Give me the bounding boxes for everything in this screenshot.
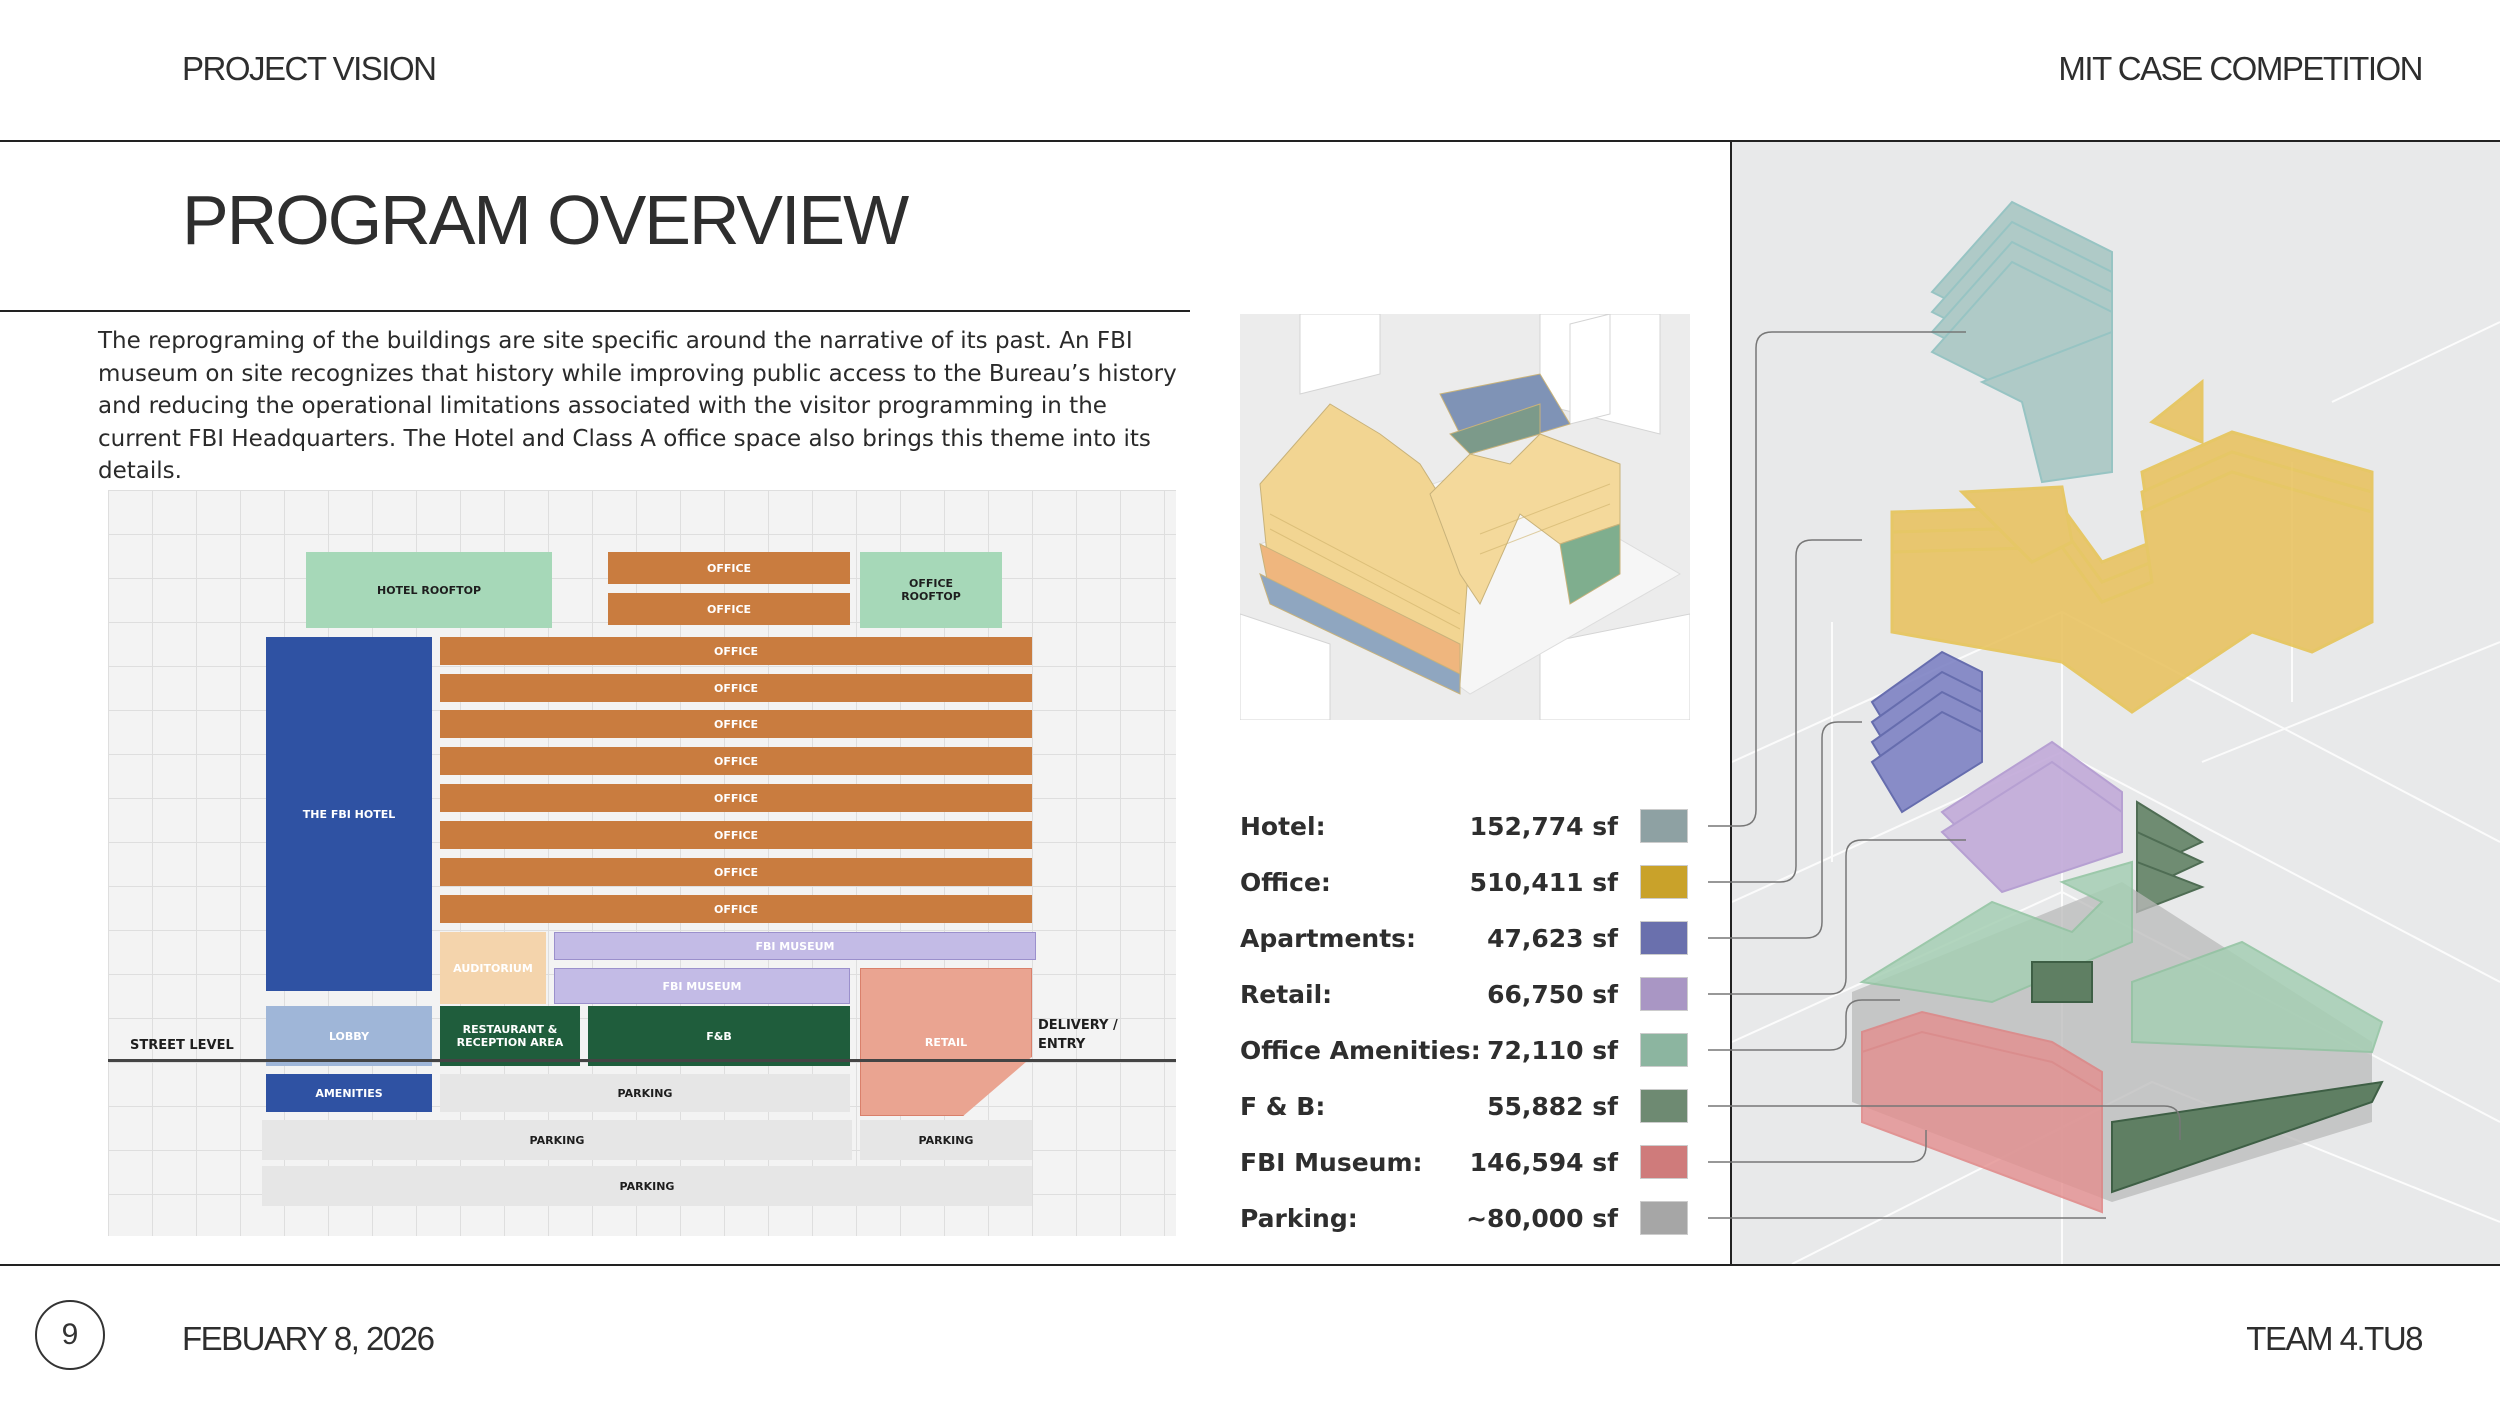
exploded-axonometric-drawing [1732, 200, 2500, 1264]
date-label: FEBUARY 8, 2026 [182, 1320, 435, 1357]
program-label-fnb: F & B: [1240, 1092, 1326, 1121]
program-value-hotel: 152,774 sf [1469, 812, 1618, 841]
page-title: PROGRAM OVERVIEW [182, 181, 909, 259]
fbi-hotel-block: THE FBI HOTEL [266, 637, 432, 991]
intro-paragraph: The reprograming of the buildings are si… [98, 328, 1177, 484]
program-label-apartments: Apartments: [1240, 924, 1417, 953]
amenities-block: AMENITIES [266, 1074, 432, 1112]
program-label-parking: Parking: [1240, 1204, 1358, 1233]
parking-block: PARKING [440, 1074, 850, 1112]
program-value-fbi-museum: 146,594 sf [1469, 1148, 1618, 1177]
swatch-fbi-museum [1640, 1145, 1688, 1179]
program-value-apartments: 47,623 sf [1487, 924, 1618, 953]
parking-block: PARKING [860, 1120, 1032, 1160]
office-rooftop-block: OFFICE ROOFTOP [860, 552, 1002, 628]
stacking-diagram: HOTEL ROOFTOP OFFICE OFFICE OFFICE ROOFT… [108, 490, 1176, 1236]
restaurant-block: RESTAURANT & RECEPTION AREA [440, 1006, 580, 1066]
street-level-label: STREET LEVEL [130, 1038, 234, 1053]
office-block: OFFICE [440, 858, 1032, 886]
lobby-block: LOBBY [266, 1006, 432, 1066]
section-label: PROJECT VISION [182, 50, 437, 87]
title-underline [0, 310, 1190, 312]
program-value-office-amenities: 72,110 sf [1487, 1036, 1618, 1065]
office-block: OFFICE [440, 637, 1032, 665]
hotel-rooftop-block: HOTEL ROOFTOP [306, 552, 552, 628]
swatch-office-amenities [1640, 1033, 1688, 1067]
program-value-parking: ~80,000 sf [1466, 1204, 1618, 1233]
office-block: OFFICE [440, 895, 1032, 923]
program-value-retail: 66,750 sf [1487, 980, 1618, 1009]
swatch-office [1640, 865, 1688, 899]
program-label-hotel: Hotel: [1240, 812, 1326, 841]
footer-divider [0, 1264, 2500, 1266]
office-block: OFFICE [440, 674, 1032, 702]
aerial-rendering [1240, 314, 1690, 720]
parking-block: PARKING [262, 1166, 1032, 1206]
swatch-fnb [1640, 1089, 1688, 1123]
auditorium-block: AUDITORIUM [440, 932, 546, 1004]
page-number: 9 [35, 1300, 105, 1370]
fbi-museum-block: FBI MUSEUM [554, 932, 1036, 960]
program-label-office-amenities: Office Amenities: [1240, 1036, 1481, 1065]
swatch-apartments [1640, 921, 1688, 955]
team-label: TEAM 4.TU8 [2246, 1320, 2423, 1357]
parking-block: PARKING [262, 1120, 852, 1160]
swatch-hotel [1640, 809, 1688, 843]
program-label-office: Office: [1240, 868, 1331, 897]
program-label-fbi-museum: FBI Museum: [1240, 1148, 1423, 1177]
header-divider [0, 140, 2500, 142]
delivery-entry-label: DELIVERY / ENTRY [1038, 1018, 1118, 1052]
event-label: MIT CASE COMPETITION [2058, 50, 2423, 87]
aerial-rendering-drawing [1240, 314, 1690, 720]
fnb-block: F&B [588, 1006, 850, 1066]
office-block: OFFICE [608, 593, 850, 625]
swatch-parking [1640, 1201, 1688, 1235]
office-block: OFFICE [440, 784, 1032, 812]
swatch-retail [1640, 977, 1688, 1011]
office-block: OFFICE [440, 710, 1032, 738]
office-block: OFFICE [440, 821, 1032, 849]
panel-divider [1730, 142, 1732, 1264]
office-block: OFFICE [440, 747, 1032, 775]
office-block: OFFICE [608, 552, 850, 584]
street-level-line [108, 1059, 1176, 1062]
program-value-office: 510,411 sf [1469, 868, 1618, 897]
program-label-retail: Retail: [1240, 980, 1333, 1009]
exploded-axonometric-panel [1732, 142, 2500, 1264]
program-value-fnb: 55,882 sf [1487, 1092, 1618, 1121]
fbi-museum-block: FBI MUSEUM [554, 968, 850, 1004]
